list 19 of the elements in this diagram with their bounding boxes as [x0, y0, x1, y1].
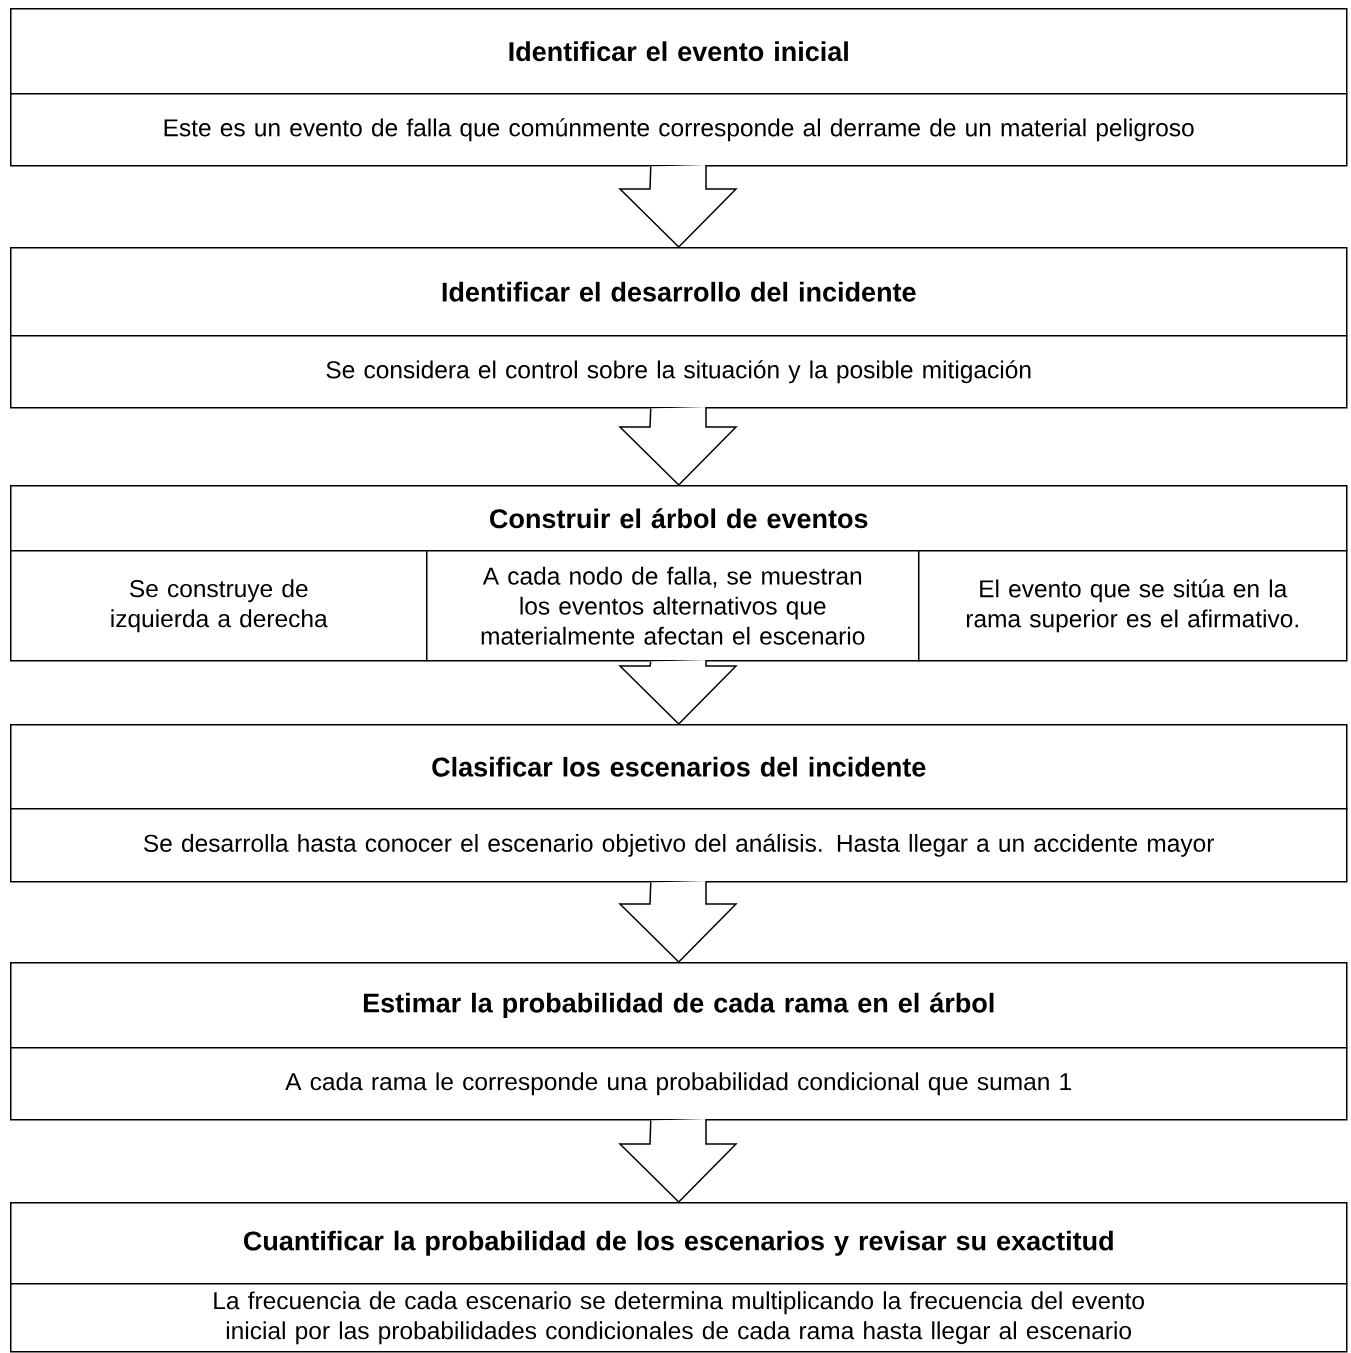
step-description-box: Se desarrolla hasta conocer el escenario objetivo del análisis. Hasta llegar a un accidente mayor: [10, 808, 1348, 883]
step-description-box: Este es un evento de falla que comúnmente corresponde al derrame de un material peligroso: [10, 93, 1348, 167]
step-header-box: Clasificar los escenarios del incidente: [10, 724, 1348, 810]
step-description-box: La frecuencia de cada escenario se determina multiplicando la frecuencia del evento inicial por las probabilidades condicionales de cada rama hasta llegar al escenario: [10, 1283, 1348, 1353]
step-description-box: Se considera el control sobre la situación y la posible mitigación: [10, 335, 1348, 409]
block-arrow: [618, 164, 738, 249]
block-arrow: [618, 880, 738, 964]
step-description-box: Se construye de izquierda a derecha: [10, 550, 428, 662]
step-description-box: El evento que se sitúa en la rama superior es el afirmativo.: [918, 550, 1348, 662]
step-description-box: A cada rama le corresponde una probabilidad condicional que suman 1: [10, 1047, 1348, 1121]
block-arrow: [618, 406, 738, 487]
step-header-box: Identificar el evento inicial: [10, 8, 1348, 95]
step-header-box: Estimar la probabilidad de cada rama en el árbol: [10, 962, 1348, 1049]
step-header-box: Cuantificar la probabilidad de los escenarios y revisar su exactitud: [10, 1202, 1348, 1285]
step-header-box: Construir el árbol de eventos: [10, 485, 1348, 552]
block-arrow: [618, 1118, 738, 1204]
step-header-box: Identificar el desarrollo del incidente: [10, 247, 1348, 337]
step-description-box: A cada nodo de falla, se muestran los eventos alternativos que materialmente afectan el escenario: [426, 550, 920, 662]
block-arrow: [618, 659, 738, 726]
